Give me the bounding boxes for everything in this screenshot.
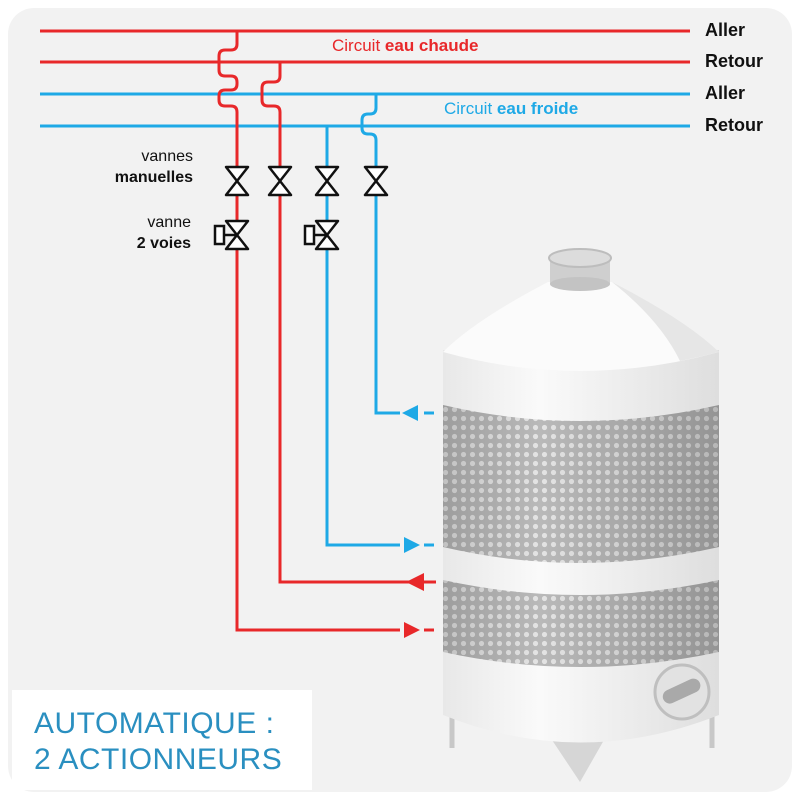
hot-circuit-label: Circuit eau chaude — [328, 36, 483, 56]
cold-supply-label: Aller — [705, 83, 746, 103]
arrow-hot-return-out — [406, 573, 436, 591]
cold-supply-drop — [360, 94, 400, 415]
hot-circuit-name: eau chaude — [384, 36, 479, 55]
manual-valves-label-line2: manuelles — [114, 169, 193, 186]
manual-valve-cold-return — [314, 165, 340, 197]
manual-valve-hot-supply — [224, 165, 250, 197]
two-way-valve-cold — [303, 219, 340, 251]
arrow-cold-return-out — [404, 537, 434, 553]
cold-circuit-name: eau froide — [496, 99, 579, 118]
manual-valves-label-line1: vannes — [141, 148, 193, 165]
manual-valve-cold-supply — [363, 165, 389, 197]
cold-return-label: Retour — [705, 115, 763, 135]
two-way-valve-label: vanne 2 voies — [137, 212, 191, 254]
cooling-jacket-lower — [443, 580, 719, 667]
two-way-valve-hot — [213, 219, 250, 251]
cold-circuit-label: Circuit eau froide — [440, 99, 583, 119]
hot-supply-label: Aller — [705, 20, 746, 40]
caption-line2: 2 ACTIONNEURS — [34, 743, 283, 776]
arrow-hot-supply-in — [404, 622, 434, 638]
manual-valve-hot-return — [267, 165, 293, 197]
manual-valves-label: vannes manuelles — [115, 146, 193, 188]
caption-line1: AUTOMATIQUE : — [34, 707, 275, 740]
cold-return-drop — [325, 126, 400, 547]
hot-supply-drop — [217, 31, 400, 632]
tank-outlet-valve — [653, 663, 711, 721]
tank-top-hatch — [548, 248, 612, 291]
hot-circuit-prefix: Circuit — [332, 36, 381, 55]
hot-return-label: Retour — [705, 51, 763, 71]
hot-return-drop — [260, 62, 410, 584]
cooling-jacket-upper — [443, 405, 719, 563]
two-way-valve-label-line1: vanne — [147, 214, 191, 231]
cold-circuit-prefix: Circuit — [444, 99, 493, 118]
two-way-valve-label-line2: 2 voies — [136, 235, 191, 252]
wine-tank — [443, 248, 719, 782]
tank-bottom-cone — [552, 740, 604, 782]
caption-box: AUTOMATIQUE : 2 ACTIONNEURS — [12, 690, 312, 790]
arrow-cold-supply-in — [402, 405, 434, 421]
